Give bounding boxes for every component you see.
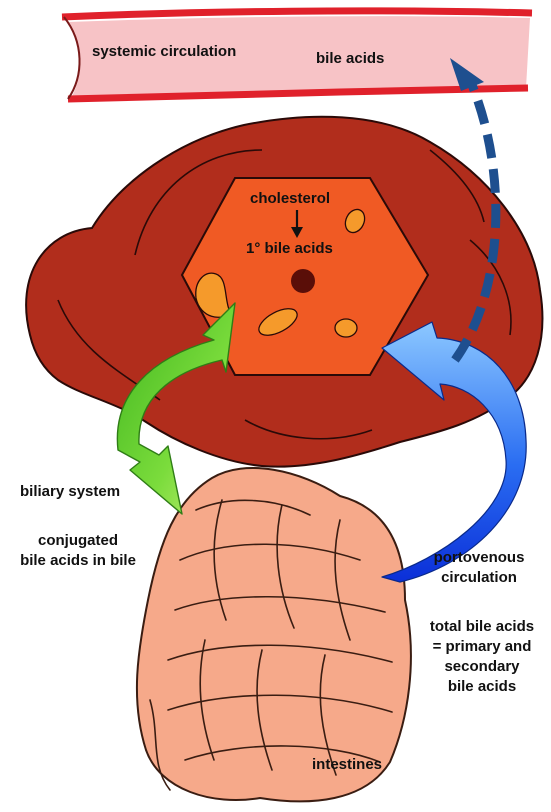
label-portovenous-line1: portovenous <box>414 548 544 568</box>
label-total-line4: bile acids <box>414 677 550 697</box>
label-total-bile-acids: total bile acids = primary and secondary… <box>414 617 550 697</box>
label-portovenous-line2: circulation <box>414 568 544 588</box>
label-systemic-circulation: systemic circulation <box>92 42 236 62</box>
label-total-line3: secondary <box>414 657 550 677</box>
label-intestines: intestines <box>312 755 382 775</box>
vesicle <box>335 319 357 337</box>
intestines <box>137 468 411 801</box>
label-primary-bile-acids: 1° bile acids <box>246 239 333 259</box>
label-biliary-system: biliary system <box>20 482 120 502</box>
vessel-upper-wall <box>62 11 532 17</box>
label-conjugated-line1: conjugated <box>4 531 152 551</box>
label-conjugated-line2: bile acids in bile <box>4 551 152 571</box>
label-bile-acids-blood: bile acids <box>316 49 384 69</box>
label-total-line1: total bile acids <box>414 617 550 637</box>
label-cholesterol: cholesterol <box>250 189 330 209</box>
cell-nucleus <box>291 269 315 293</box>
label-total-line2: = primary and <box>414 637 550 657</box>
label-portovenous: portovenous circulation <box>414 548 544 588</box>
intestine-mass <box>137 468 411 801</box>
label-conjugated: conjugated bile acids in bile <box>4 531 152 571</box>
